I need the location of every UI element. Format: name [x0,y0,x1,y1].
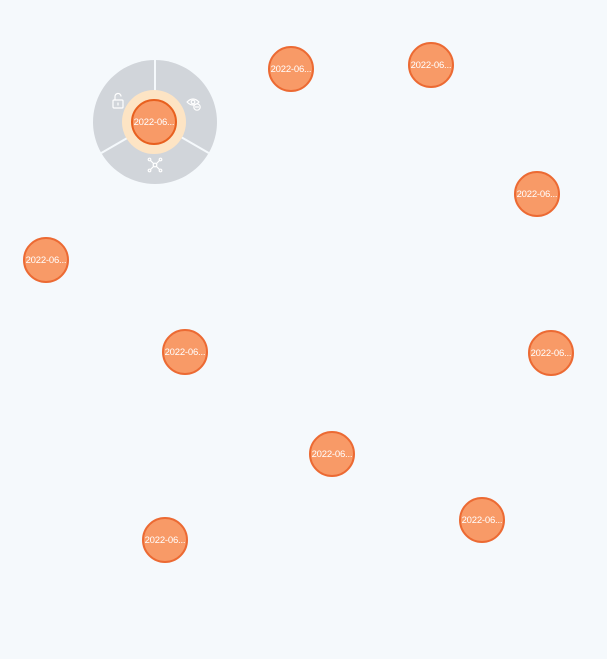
node-label: 2022-06... [270,63,312,75]
eye-hide-icon [186,98,201,111]
graph-node[interactable]: 2022-06... [309,431,355,477]
graph-node[interactable]: 2022-06... [514,171,560,217]
graph-node[interactable]: 2022-06... [142,517,188,563]
node-label: 2022-06... [530,347,572,359]
node-label: 2022-06... [25,254,67,266]
graph-node[interactable]: 2022-06... [459,497,505,543]
node-label: 2022-06... [516,188,558,200]
unlock-icon [112,92,124,109]
node-label: 2022-06... [461,514,503,526]
node-label: 2022-06... [311,448,353,460]
node-label: 2022-06... [410,59,452,71]
graph-node[interactable]: 2022-06... [268,46,314,92]
graph-node[interactable]: 2022-06... [528,330,574,376]
network-expand-icon [147,157,163,173]
node-label: 2022-06... [133,116,175,128]
graph-node[interactable]: 2022-06... [162,329,208,375]
node-label: 2022-06... [144,534,186,546]
graph-node[interactable]: 2022-06... [23,237,69,283]
node-label: 2022-06... [164,346,206,358]
graph-node[interactable]: 2022-06... [408,42,454,88]
graph-node-selected[interactable]: 2022-06... [131,99,177,145]
